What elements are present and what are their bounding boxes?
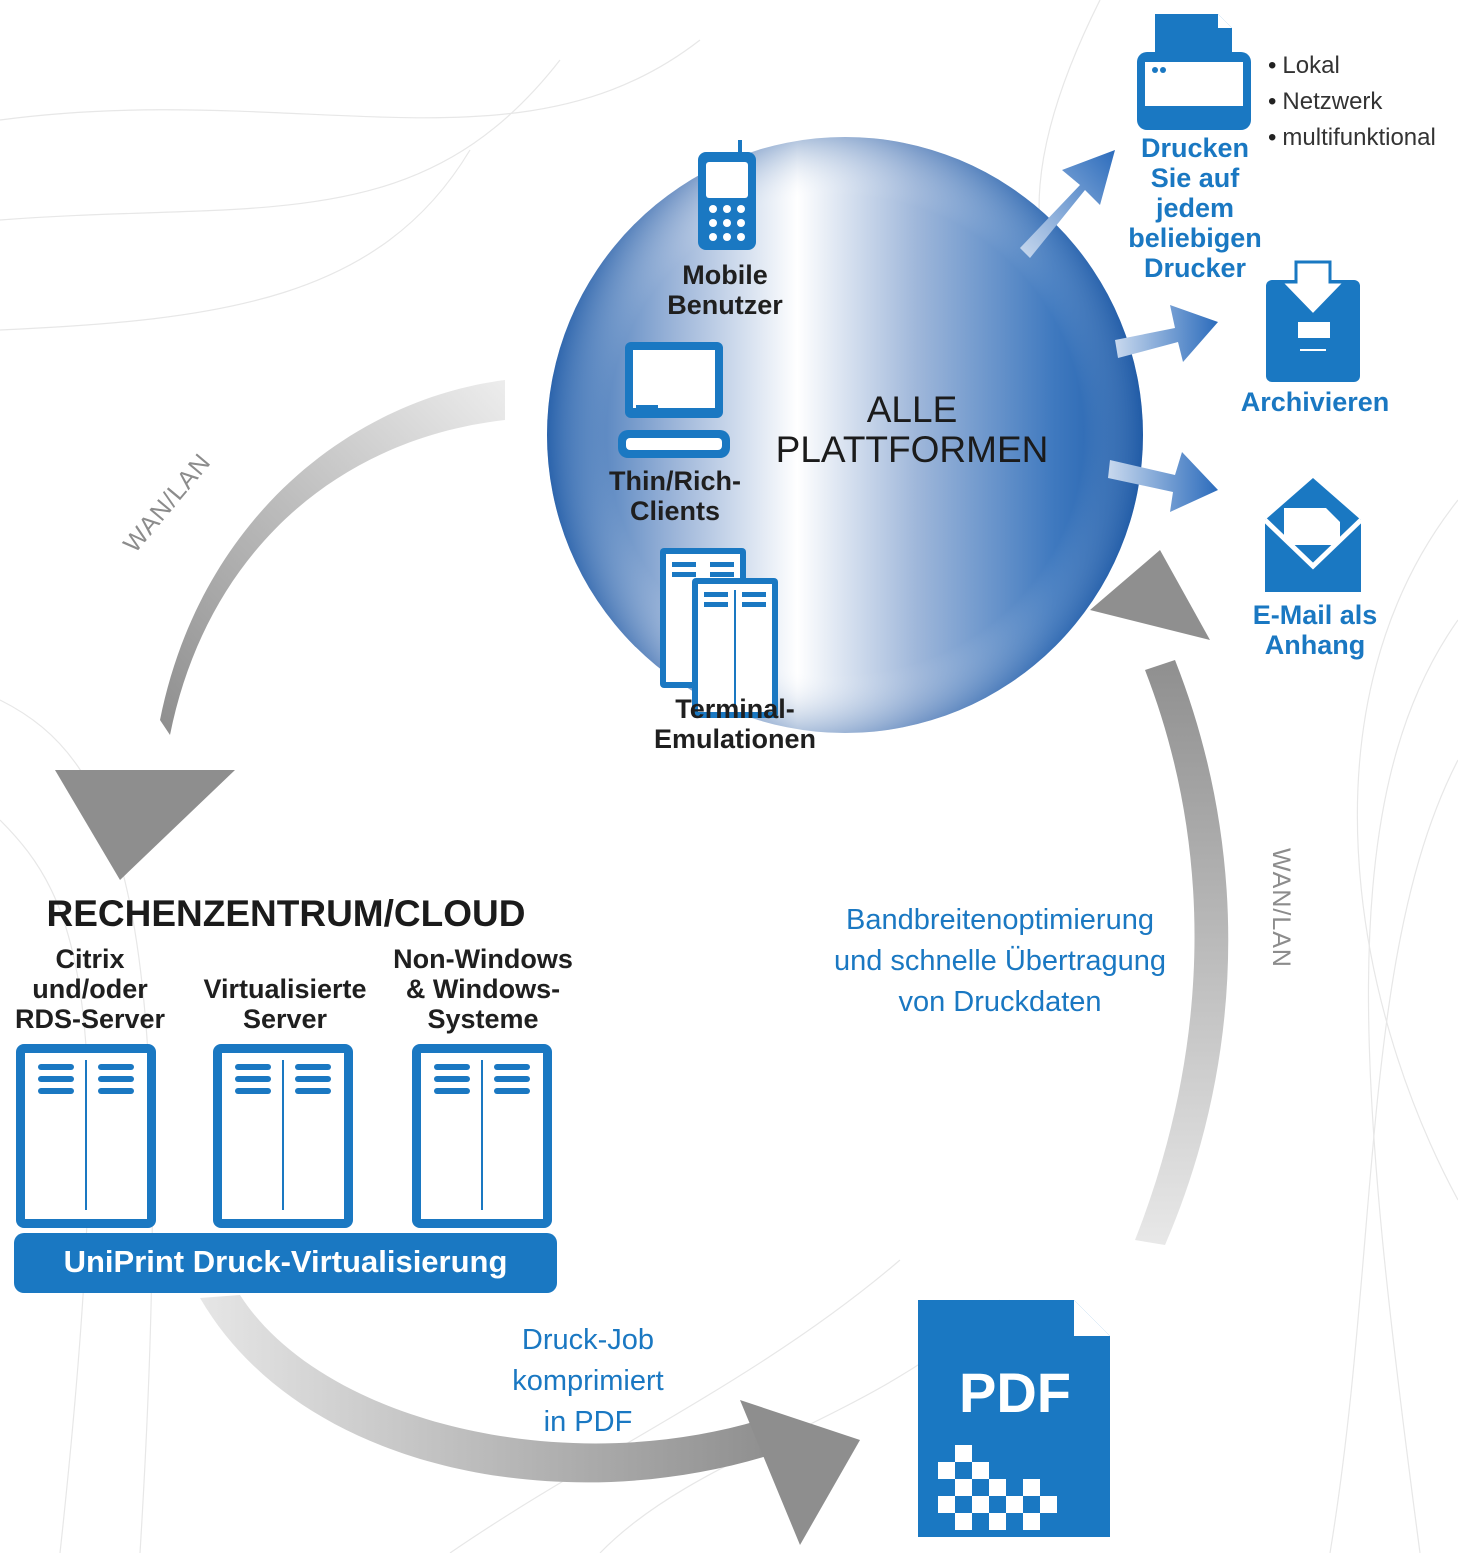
client-label-line: Thin/Rich- (609, 466, 741, 496)
datacenter-title: RECHENZENTRUM/CLOUD (46, 893, 526, 934)
wan-lan-label-right: WAN/LAN (1267, 848, 1295, 968)
server-label-line: Systeme (427, 1004, 539, 1034)
hub-title-line2: PLATTFORMEN (775, 429, 1049, 470)
client-label-line: Mobile (682, 260, 768, 290)
output-arrow-print (1020, 150, 1115, 258)
client-label-line: Emulationen (653, 724, 816, 754)
note-line: von Druckdaten (898, 986, 1102, 1018)
note-line: komprimiert (512, 1365, 664, 1397)
note-line: und schnelle Übertragung (833, 945, 1167, 977)
archive-icon (1266, 260, 1360, 382)
print-target-list: Lokal Netzwerk multifunktional (1268, 48, 1436, 156)
flow-arrow-left (160, 380, 505, 735)
print-target-item: Netzwerk (1268, 84, 1436, 120)
output-label-line: Anhang (1264, 630, 1366, 660)
output-label-line: beliebigen (1128, 223, 1262, 253)
output-arrow-archive (1115, 305, 1218, 362)
hub-title-line1: ALLE (866, 389, 958, 430)
server-label-line: Virtualisierte (203, 974, 367, 1004)
server-label-line: Non-Windows (393, 944, 573, 974)
output-label-line: jedem (1155, 193, 1235, 223)
client-label-line: Terminal- (675, 694, 795, 724)
computer-icon (618, 342, 730, 458)
pdf-label: PDF (959, 1361, 1071, 1424)
server-label-line: RDS-Server (14, 1004, 166, 1034)
flow-arrow-bottom-head (740, 1400, 860, 1545)
server-label-virtual: Virtualisierte Server (195, 974, 375, 1034)
output-label-archive: Archivieren (1240, 387, 1390, 417)
server-icon-2 (213, 1044, 353, 1228)
client-label-mobile: Mobile Benutzer (650, 260, 800, 320)
server-label-line: und/oder (32, 974, 148, 1004)
output-label-line: Drucker (1143, 253, 1247, 283)
hub-title: ALLE PLATTFORMEN (752, 390, 1072, 470)
note-line: Bandbreitenoptimierung (846, 904, 1154, 936)
printer-icon (1137, 14, 1251, 130)
output-label-email: E-Mail als Anhang (1225, 600, 1405, 660)
uniprint-product-bar: UniPrint Druck-Virtualisierung (14, 1233, 557, 1293)
bandwidth-note: Bandbreitenoptimierung und schnelle Über… (790, 900, 1210, 1023)
output-label-line: E-Mail als (1252, 600, 1378, 630)
server-label-citrix: Citrix und/oder RDS-Server (10, 944, 170, 1034)
output-arrow-email (1108, 452, 1218, 512)
flow-arrow-left-head (55, 770, 235, 880)
server-label-line: & Windows- (405, 974, 561, 1004)
client-label-thin-rich: Thin/Rich- Clients (595, 466, 755, 526)
server-label-line: Citrix (55, 944, 125, 974)
flow-arrow-bottom (200, 1295, 770, 1483)
client-label-line: Benutzer (667, 290, 783, 320)
server-label-line: Server (242, 1004, 328, 1034)
client-label-line: Clients (629, 496, 721, 526)
note-line: Druck-Job (521, 1324, 655, 1356)
server-label-nonwindows: Non-Windows & Windows- Systeme (378, 944, 588, 1034)
flow-arrow-right (1135, 660, 1229, 1245)
print-target-item: multifunktional (1268, 120, 1435, 156)
client-label-terminal: Terminal- Emulationen (630, 694, 840, 754)
flow-arrow-right-head (1090, 550, 1210, 640)
print-target-item: Lokal (1268, 48, 1436, 84)
note-line: in PDF (543, 1406, 633, 1438)
envelope-icon (1263, 478, 1363, 592)
terminal-docs-icon (660, 548, 778, 718)
compress-note: Druck-Job komprimiert in PDF (478, 1320, 698, 1443)
pdf-document-icon (918, 1300, 1110, 1537)
server-icon-1 (16, 1044, 156, 1228)
output-label-line: Sie auf (1150, 163, 1240, 193)
output-label-line: Drucken (1140, 133, 1250, 163)
server-icon-3 (412, 1044, 552, 1228)
output-label-print: Drucken Sie auf jedem beliebigen Drucker (1120, 133, 1270, 283)
mobile-phone-icon (698, 140, 756, 250)
